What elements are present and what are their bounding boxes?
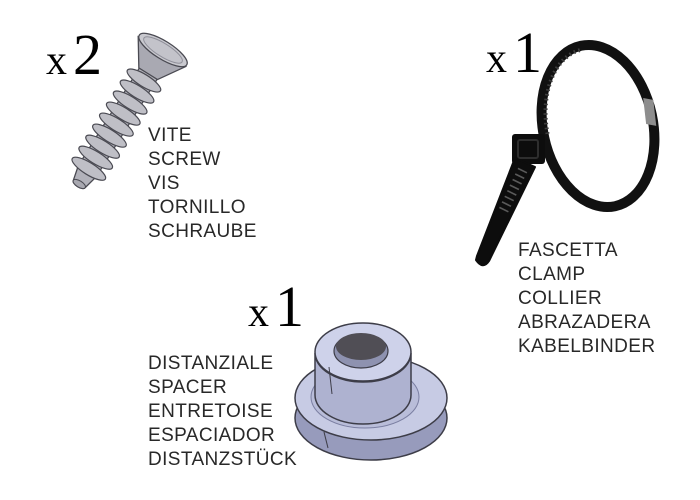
spacer-name-fr: ENTRETOISE	[148, 401, 274, 422]
clamp-name-list: FASCETTA CLAMP COLLIER ABRAZADERA KABELB…	[518, 239, 655, 359]
spacer-name-it: DISTANZIALE	[148, 353, 274, 374]
screw-name-it: VITE	[148, 125, 192, 146]
screw-quantity-prefix: x	[46, 38, 67, 84]
spacer-quantity-prefix: x	[248, 290, 269, 336]
screw-name-de: SCHRAUBE	[148, 221, 257, 242]
screw-name-list: VITE SCREW VIS TORNILLO SCHRAUBE	[148, 124, 257, 244]
spacer-name-de: DISTANZSTÜCK	[148, 449, 298, 470]
clamp-name-es: ABRAZADERA	[518, 312, 651, 333]
spacer-name-en: SPACER	[148, 377, 228, 398]
clamp-name-de: KABELBINDER	[518, 336, 656, 357]
spacer-name-es: ESPACIADOR	[148, 425, 276, 446]
screw-name-es: TORNILLO	[148, 197, 246, 218]
screw-icon	[71, 32, 188, 190]
spacer-quantity-value: 1	[275, 274, 304, 339]
clamp-quantity-value: 1	[513, 20, 542, 85]
spacer-name-list: DISTANZIALE SPACER ENTRETOISE ESPACIADOR…	[148, 352, 297, 472]
clamp-name-fr: COLLIER	[518, 288, 603, 309]
screw-name-en: SCREW	[148, 149, 221, 170]
screw-quantity-value: 2	[73, 22, 102, 87]
clamp-name-it: FASCETTA	[518, 240, 618, 261]
screw-name-fr: VIS	[148, 173, 180, 194]
clamp-name-en: CLAMP	[518, 264, 586, 285]
clamp-quantity-prefix: x	[486, 36, 507, 82]
cable-tie-icon	[475, 39, 660, 267]
spacer-icon	[294, 322, 448, 461]
